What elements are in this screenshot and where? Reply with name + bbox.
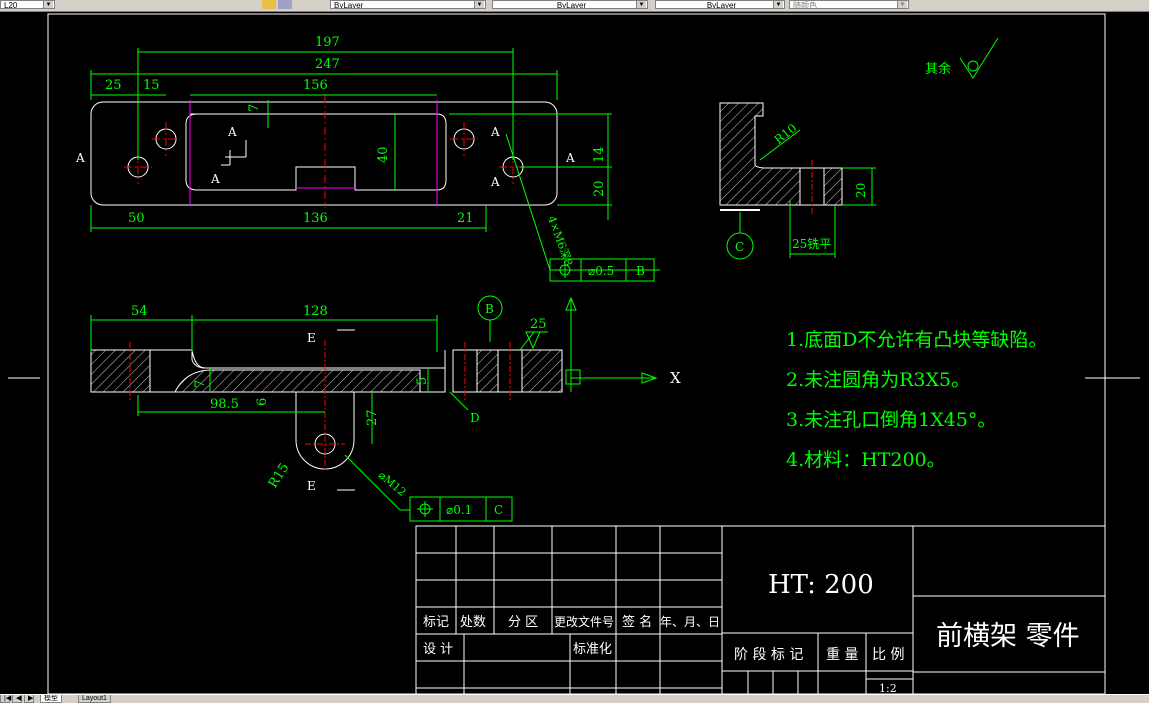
lineweight-value: ByLayer xyxy=(706,1,737,9)
chevron-down-icon: ▼ xyxy=(43,1,53,8)
surface-label-d: D xyxy=(470,411,480,425)
datum-b-front: B xyxy=(485,302,494,316)
chevron-down-icon: ▼ xyxy=(897,1,907,8)
dim-50: 50 xyxy=(128,211,145,226)
color-dropdown[interactable]: ByLayer ▼ xyxy=(330,0,486,9)
dim-20: 20 xyxy=(592,180,607,197)
tb-header-zone: 分 区 xyxy=(508,615,538,630)
dim-197: 197 xyxy=(315,35,340,50)
note-4: 4.材料：HT200。 xyxy=(786,449,946,471)
tb-design: 设 计 xyxy=(423,642,453,657)
tb-header-sign: 签 名 xyxy=(622,614,652,630)
plotstyle-value: 随颜色 xyxy=(793,1,817,9)
tb-header-count: 处数 xyxy=(460,615,486,630)
tolerance-datum-b: B xyxy=(636,264,645,278)
dim-136: 136 xyxy=(303,211,328,226)
properties-toolbar: L20 ▼ ByLayer ▼ ByLayer ▼ ByLayer ▼ 随颜色 … xyxy=(0,0,1149,12)
dim-side-25: 25铣平 xyxy=(792,237,831,251)
dim-5: 5 xyxy=(415,377,430,385)
top-view: 197 247 25 15 156 7 40 14 20 50 136 21 4… xyxy=(75,35,660,282)
title-material: HT: 200 xyxy=(768,570,874,600)
tb-header-date: 年、月、日 xyxy=(660,615,720,629)
chevron-down-icon: ▼ xyxy=(636,1,646,8)
dim-247: 247 xyxy=(315,57,340,72)
dim-27: 27 xyxy=(365,409,380,426)
dim-98-5: 98.5 xyxy=(210,397,239,412)
side-view: R10 20 25铣平 C xyxy=(719,102,876,260)
tb-scale-label: 比 例 xyxy=(872,647,904,663)
chevron-down-icon: ▼ xyxy=(474,1,484,8)
roughness-25: 25 xyxy=(530,317,547,332)
note-3: 3.未注孔口倒角1X45°。 xyxy=(786,409,996,431)
dim-6: 6 xyxy=(255,398,270,406)
dim-21: 21 xyxy=(457,211,474,226)
roughness-note-text: 其余 xyxy=(925,61,951,77)
dim-40: 40 xyxy=(376,146,391,163)
layer-dropdown[interactable]: L20 ▼ xyxy=(0,0,55,9)
dim-156: 156 xyxy=(303,78,328,93)
lineweight-dropdown[interactable]: ByLayer ▼ xyxy=(655,0,785,9)
dim-7: 7 xyxy=(247,104,262,112)
tb-weight: 重 量 xyxy=(826,647,858,663)
section-label-a5: A xyxy=(490,175,500,189)
dim-25: 25 xyxy=(105,78,122,93)
linetype-dropdown[interactable]: ByLayer ▼ xyxy=(492,0,648,9)
section-label-a3: A xyxy=(210,172,220,186)
tb-header-doc: 更改文件号 xyxy=(554,614,614,629)
tb-header-mark: 标记 xyxy=(423,615,449,630)
radius-r10: R10 xyxy=(772,121,800,147)
section-label-a1: A xyxy=(75,151,85,165)
layer-value: L20 xyxy=(4,1,18,9)
dim-54: 54 xyxy=(131,304,148,319)
tolerance-value: ⌀0.5 xyxy=(588,264,614,278)
dim-7-front: 7 xyxy=(193,380,208,388)
title-part-name: 前横架 零件 xyxy=(936,621,1080,652)
plotstyle-dropdown[interactable]: 随颜色 ▼ xyxy=(789,0,909,9)
hole-callout-m12: ⌀M12 xyxy=(376,469,409,499)
layer-manager-icon[interactable] xyxy=(262,0,276,9)
layer-previous-icon[interactable] xyxy=(278,0,292,9)
note-2: 2.未注圆角为R3X5。 xyxy=(786,369,970,391)
dim-side-20: 20 xyxy=(854,183,868,198)
section-label-e-bottom: E xyxy=(307,479,316,493)
technical-notes: 1.底面D不允许有凸块等缺陷。 2.未注圆角为R3X5。 3.未注孔口倒角1X4… xyxy=(786,329,1047,471)
radius-r15: R15 xyxy=(266,461,293,491)
linetype-value: ByLayer xyxy=(556,1,587,9)
dim-128: 128 xyxy=(303,304,328,319)
section-label-a6: A xyxy=(565,151,575,165)
section-label-a2: A xyxy=(227,125,237,139)
chevron-down-icon: ▼ xyxy=(773,1,783,8)
tb-scale-value: 1:2 xyxy=(879,682,897,694)
tb-stage: 阶 段 标 记 xyxy=(734,647,803,663)
front-view: 54 128 98.5 7 6 27 5 R15 25 ⌀M12 B ⌀0.1 … xyxy=(90,295,681,522)
tolerance-datum-c: C xyxy=(494,503,503,517)
tolerance-value-front: ⌀0.1 xyxy=(446,503,472,517)
note-1: 1.底面D不允许有凸块等缺陷。 xyxy=(786,329,1047,351)
title-block: HT: 200 前横架 零件 标记 处数 分 区 更改文件号 签 名 年、月、日… xyxy=(415,525,1106,697)
color-value: ByLayer xyxy=(334,1,364,9)
hole-callout-m6: 4×M6深8 xyxy=(545,214,575,268)
dim-14: 14 xyxy=(592,146,607,163)
dim-15: 15 xyxy=(143,78,160,93)
datum-c: C xyxy=(735,240,744,254)
drawing-canvas[interactable]: 197 247 25 15 156 7 40 14 20 50 136 21 4… xyxy=(0,11,1149,697)
layout-tab-bar: |◀ ◀ ▶ 模型 Layout1 xyxy=(0,694,1149,703)
tb-standardize: 标准化 xyxy=(573,642,612,657)
axis-label-x: X xyxy=(670,369,681,387)
section-label-a4: A xyxy=(490,125,500,139)
roughness-note: 其余 xyxy=(925,37,999,79)
drawing-frame xyxy=(8,13,1140,695)
section-label-e-top: E xyxy=(307,331,316,345)
